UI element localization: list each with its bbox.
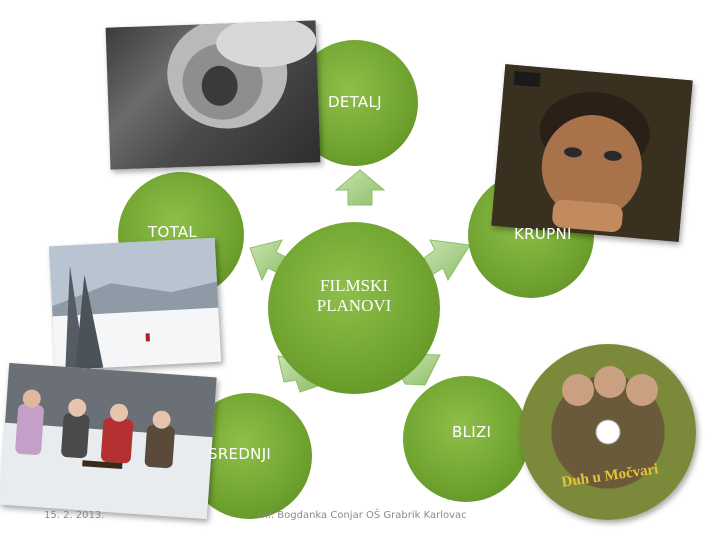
node-detalj-label: DETALJ <box>328 93 382 111</box>
center-label: FILMSKI PLANOVI <box>268 276 440 316</box>
center-circle <box>268 222 440 394</box>
center-label-line1: FILMSKI <box>319 276 388 295</box>
winter-landscape-photo <box>48 237 222 371</box>
dvd-disc-photo: Duh u Močvari <box>520 344 696 520</box>
center-label-line2: PLANOVI <box>316 296 392 315</box>
group-on-snow-photo <box>0 362 217 520</box>
node-total-label: TOTAL <box>148 223 198 241</box>
arrow-up-icon <box>334 169 386 206</box>
footer-date: 15. 2. 2013. <box>44 510 105 521</box>
boy-closeup-photo <box>491 64 693 242</box>
node-blizi-circle <box>403 376 529 502</box>
ear-photo <box>105 20 321 170</box>
node-blizi-label: BLIZI <box>452 423 492 441</box>
node-srednji-label: SREDNJI <box>208 445 272 463</box>
footer-author: mr. Bogdanka Conjar OŠ Grabrik Karlovac <box>258 510 467 521</box>
node-krupni-label: KRUPNI <box>514 225 572 243</box>
